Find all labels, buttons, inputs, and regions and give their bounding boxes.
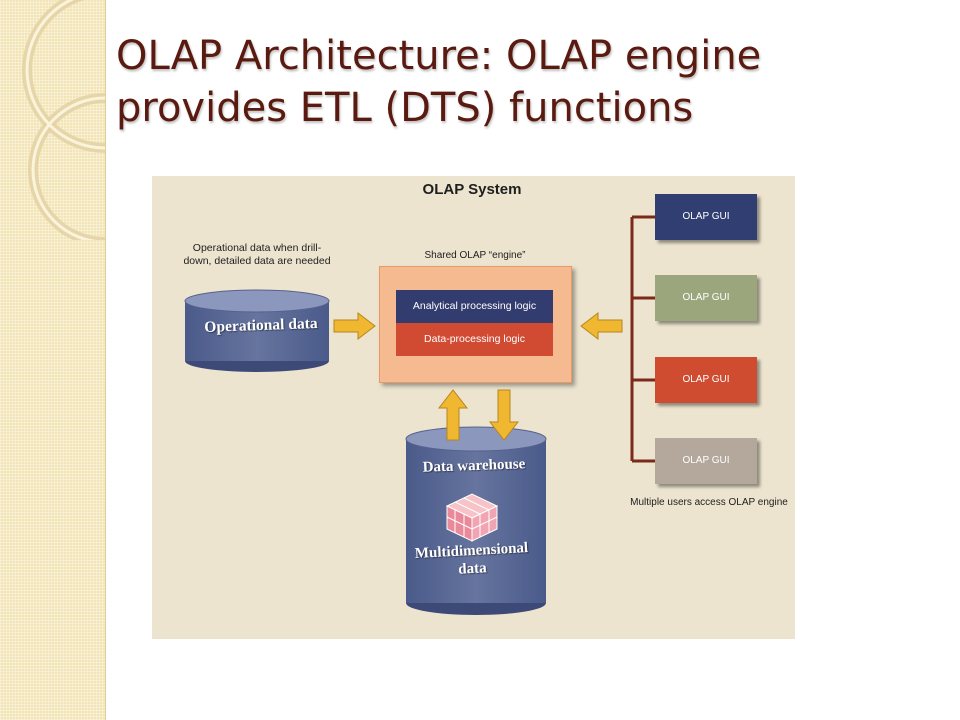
olap-gui-box: OLAP GUI xyxy=(655,438,757,484)
arrow-down-icon xyxy=(488,389,520,441)
operational-data-cylinder xyxy=(184,289,330,372)
decorative-side-band xyxy=(0,0,106,720)
olap-architecture-diagram: OLAP System Operational data when drill-… xyxy=(152,176,795,639)
slide-title-line-1: OLAP Architecture: OLAP engine xyxy=(116,33,762,79)
bracket-connector-icon xyxy=(630,215,655,463)
arrow-right-icon xyxy=(333,311,376,341)
decorative-circles xyxy=(22,0,105,240)
arrow-left-icon xyxy=(580,311,623,341)
olap-gui-box: OLAP GUI xyxy=(655,275,757,321)
slide-title: OLAP Architecture: OLAP engine provides … xyxy=(116,30,936,134)
olap-system-title: OLAP System xyxy=(422,181,522,198)
engine-caption: Shared OLAP “engine” xyxy=(424,250,526,261)
multidimensional-data-label: Multidimensional data xyxy=(414,540,529,578)
arrow-up-icon xyxy=(437,389,469,441)
multiple-users-caption: Multiple users access OLAP engine xyxy=(630,497,788,508)
olap-gui-box: OLAP GUI xyxy=(655,357,757,403)
cube-icon xyxy=(445,493,499,542)
diagram-graphics xyxy=(184,215,655,615)
analytical-processing-logic: Analytical processing logic xyxy=(396,290,553,323)
operational-data-caption: Operational data when drill-down, detail… xyxy=(183,242,331,267)
shared-olap-engine: Analytical processing logic Data-process… xyxy=(379,266,572,383)
data-processing-logic: Data-processing logic xyxy=(396,323,553,356)
olap-gui-box: OLAP GUI xyxy=(655,194,757,240)
slide-title-line-2: provides ETL (DTS) functions xyxy=(116,85,694,131)
